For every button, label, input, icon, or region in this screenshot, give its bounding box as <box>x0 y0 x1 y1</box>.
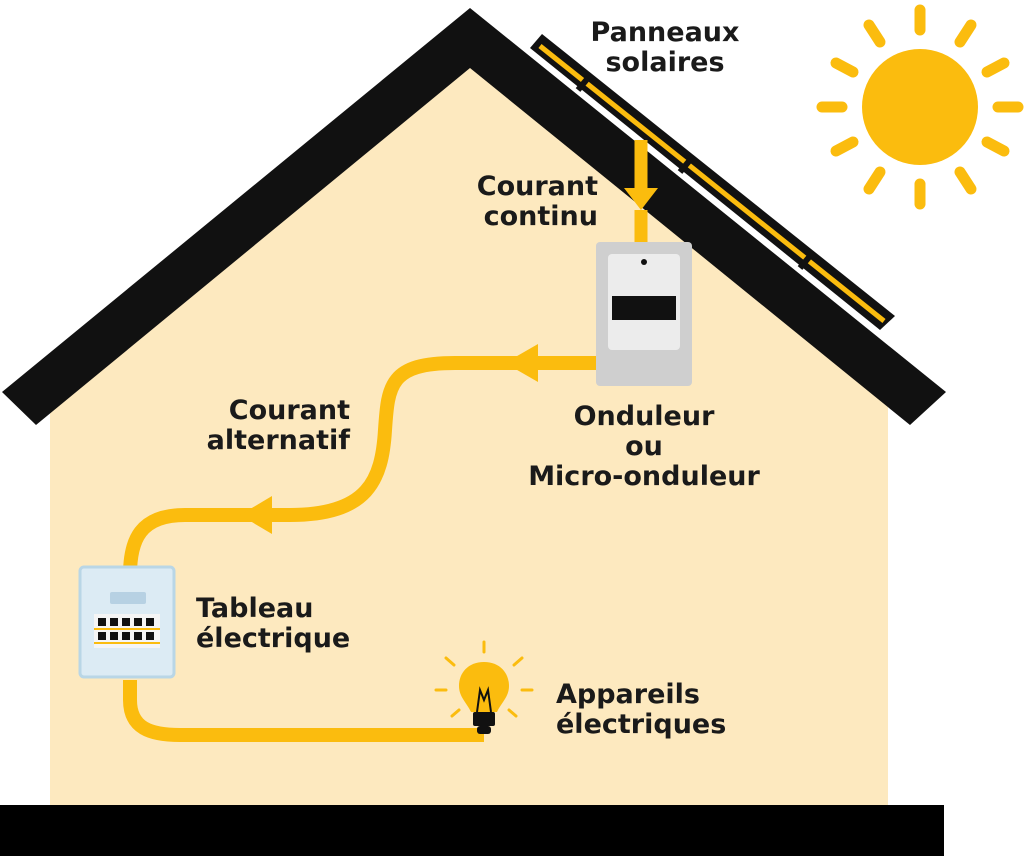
label-appliances: Appareils électriques <box>556 679 727 740</box>
dc-current-arrow <box>624 140 658 242</box>
ground <box>0 805 944 856</box>
solar-panels <box>530 34 895 330</box>
sun-icon <box>816 4 1024 210</box>
ac-arrow-2 <box>240 496 272 534</box>
inverter-icon <box>596 242 692 386</box>
label-inverter: Onduleur ou Micro-onduleur <box>528 401 760 492</box>
ac-arrow-1 <box>505 344 538 382</box>
label-electrical-panel: Tableau électrique <box>196 593 351 654</box>
label-dc-current: Courant continu <box>476 171 598 232</box>
light-bulb-icon <box>434 640 534 734</box>
panel-to-bulb-path <box>123 680 484 742</box>
electrical-panel-icon <box>78 565 176 679</box>
label-solar-panels: Panneaux solaires <box>590 17 740 78</box>
ac-current-path <box>123 356 600 576</box>
label-ac-current: Courant alternatif <box>206 395 350 456</box>
